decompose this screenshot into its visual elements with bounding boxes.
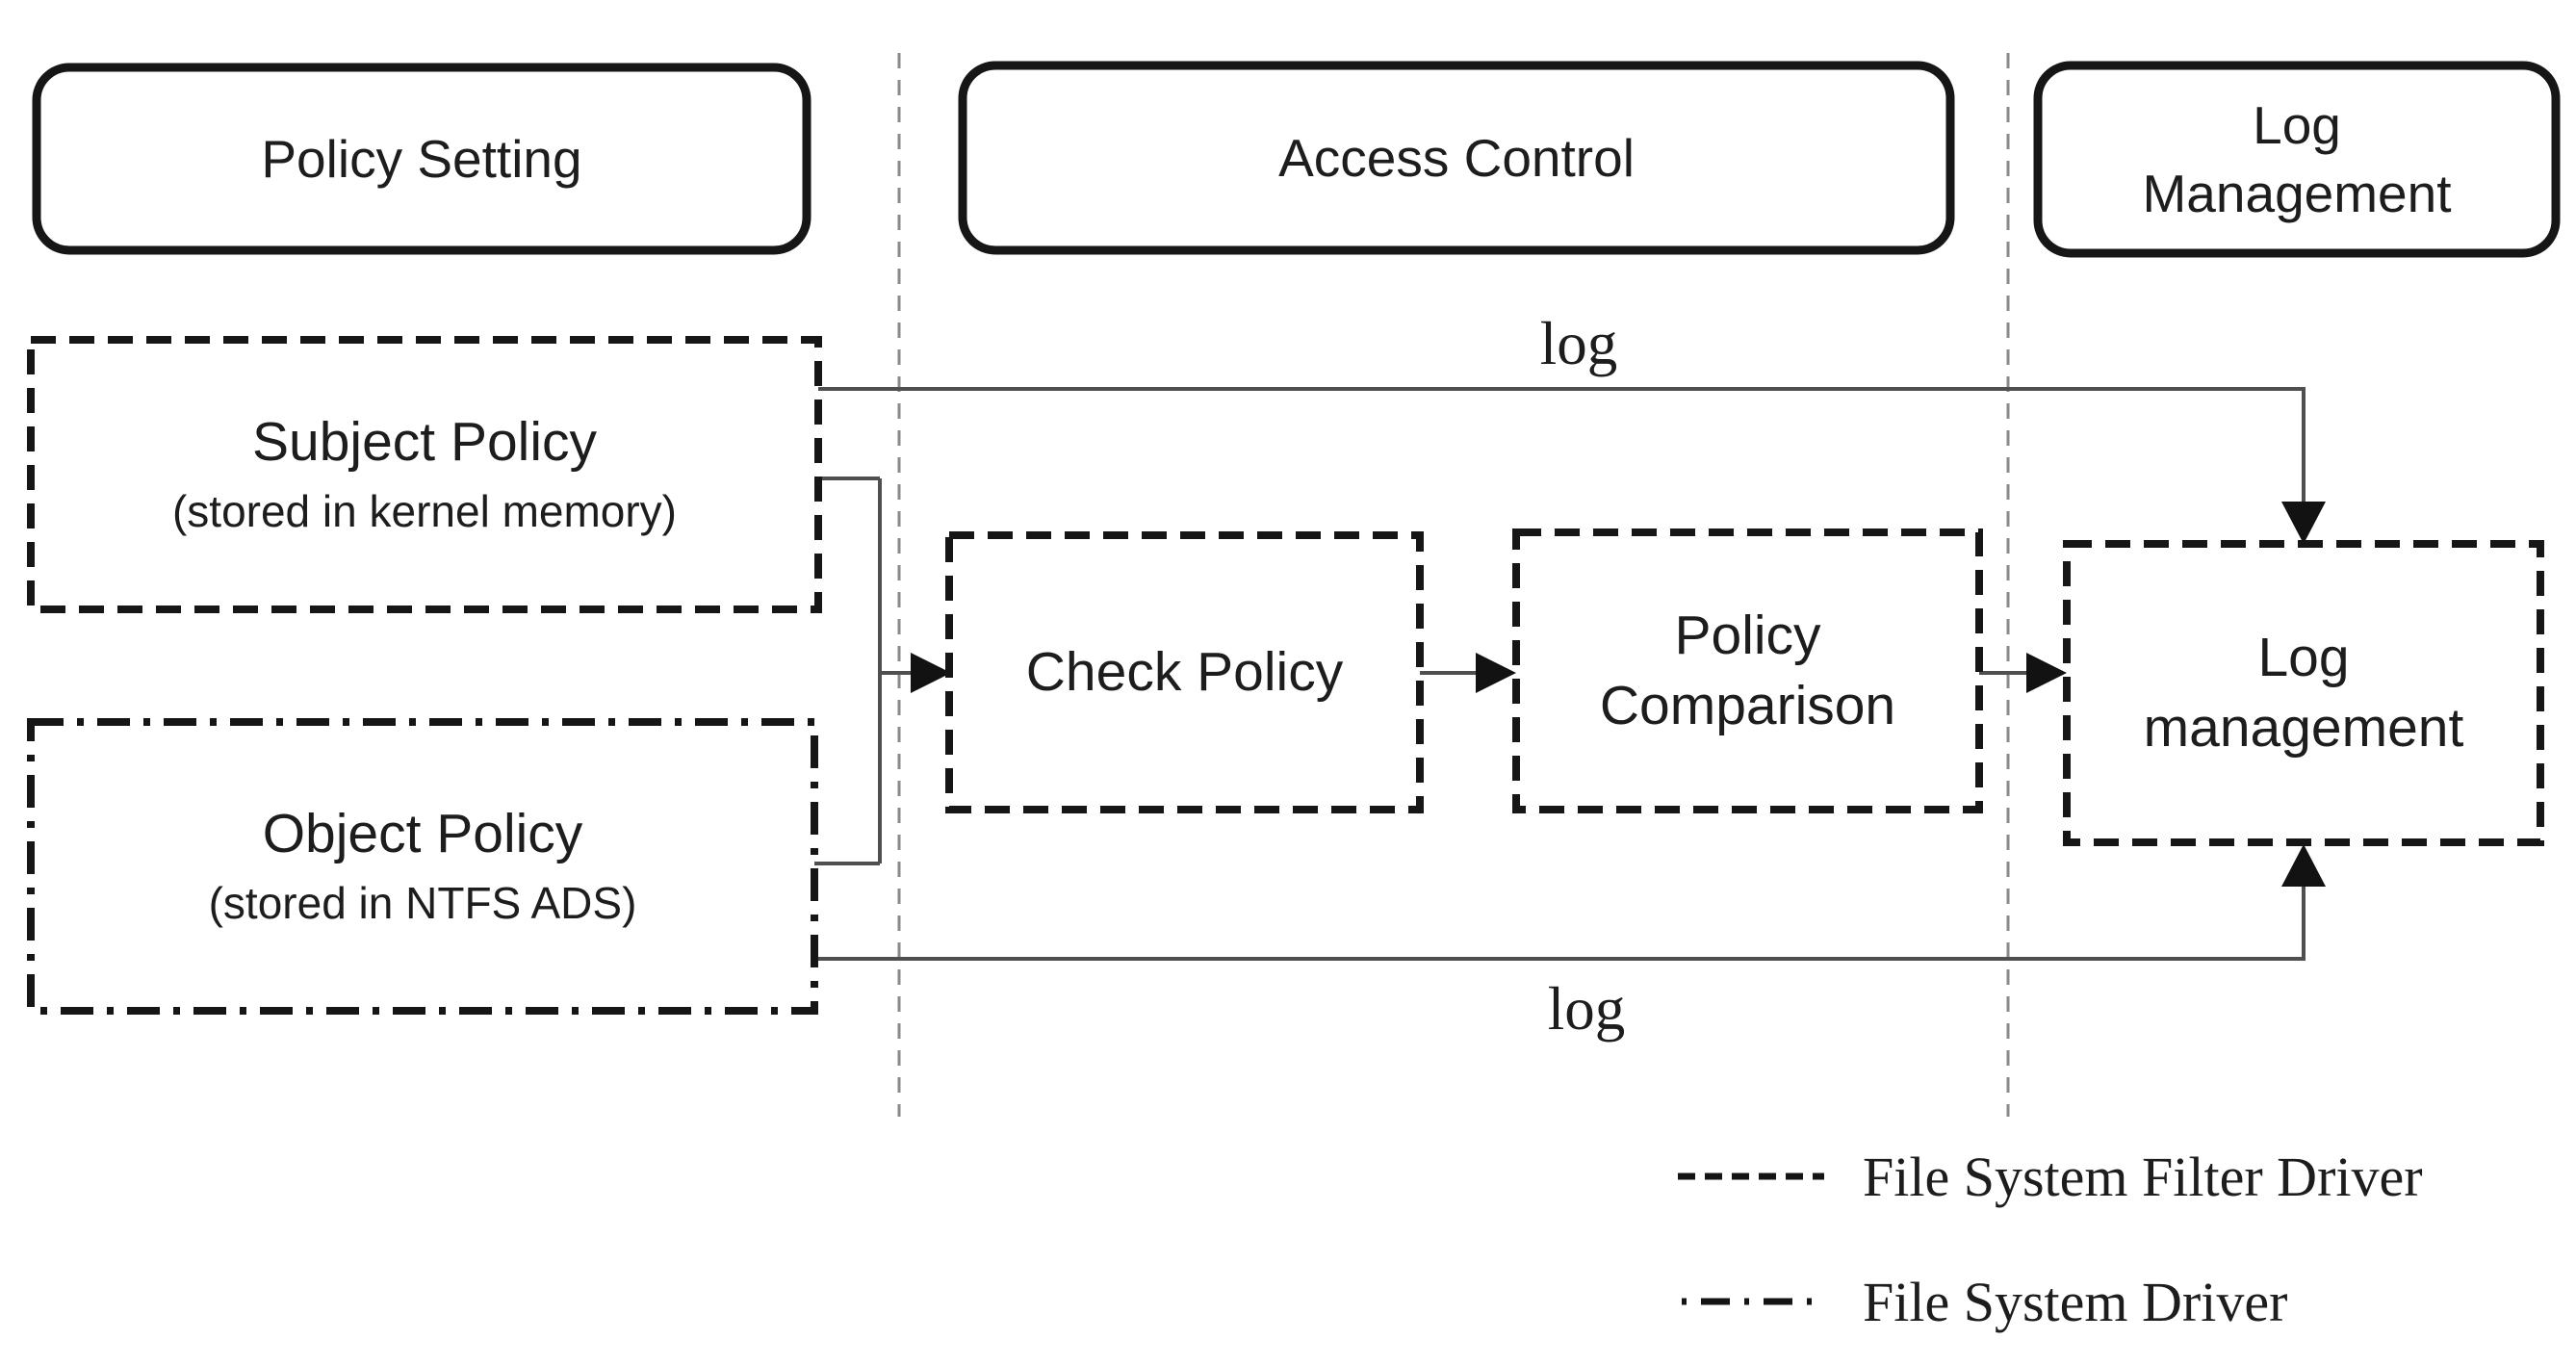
check-policy-box bbox=[945, 531, 1424, 813]
header-box-access-control bbox=[958, 61, 1955, 255]
arrowhead-policy-comparison bbox=[1476, 653, 1516, 693]
subject-policy-box bbox=[27, 336, 822, 613]
header-box-log-management bbox=[2033, 61, 2561, 258]
arrowhead-log-top bbox=[2281, 502, 2326, 544]
log-management-box bbox=[2063, 540, 2544, 846]
arrowhead-check-policy bbox=[911, 653, 951, 693]
subject-policy-subtitle: (stored in kernel memory) bbox=[171, 485, 678, 536]
edge-log-top-line bbox=[818, 387, 2306, 503]
subject-policy-title: Subject Policy bbox=[251, 411, 597, 474]
arrowhead-log-bottom bbox=[2281, 844, 2326, 887]
header-box-policy-setting bbox=[32, 63, 811, 255]
object-policy-title: Object Policy bbox=[262, 803, 583, 865]
object-policy-subtitle: (stored in NTFS ADS) bbox=[208, 877, 637, 928]
edge-log-bottom-line bbox=[814, 885, 2306, 961]
policy-comparison-box bbox=[1512, 528, 1983, 813]
arrowhead-log-left bbox=[2026, 653, 2067, 693]
object-policy-node: Object Policy (stored in NTFS ADS) bbox=[31, 722, 814, 1011]
object-policy-box bbox=[27, 718, 818, 1015]
subject-policy-node: Subject Policy (stored in kernel memory) bbox=[31, 340, 818, 609]
